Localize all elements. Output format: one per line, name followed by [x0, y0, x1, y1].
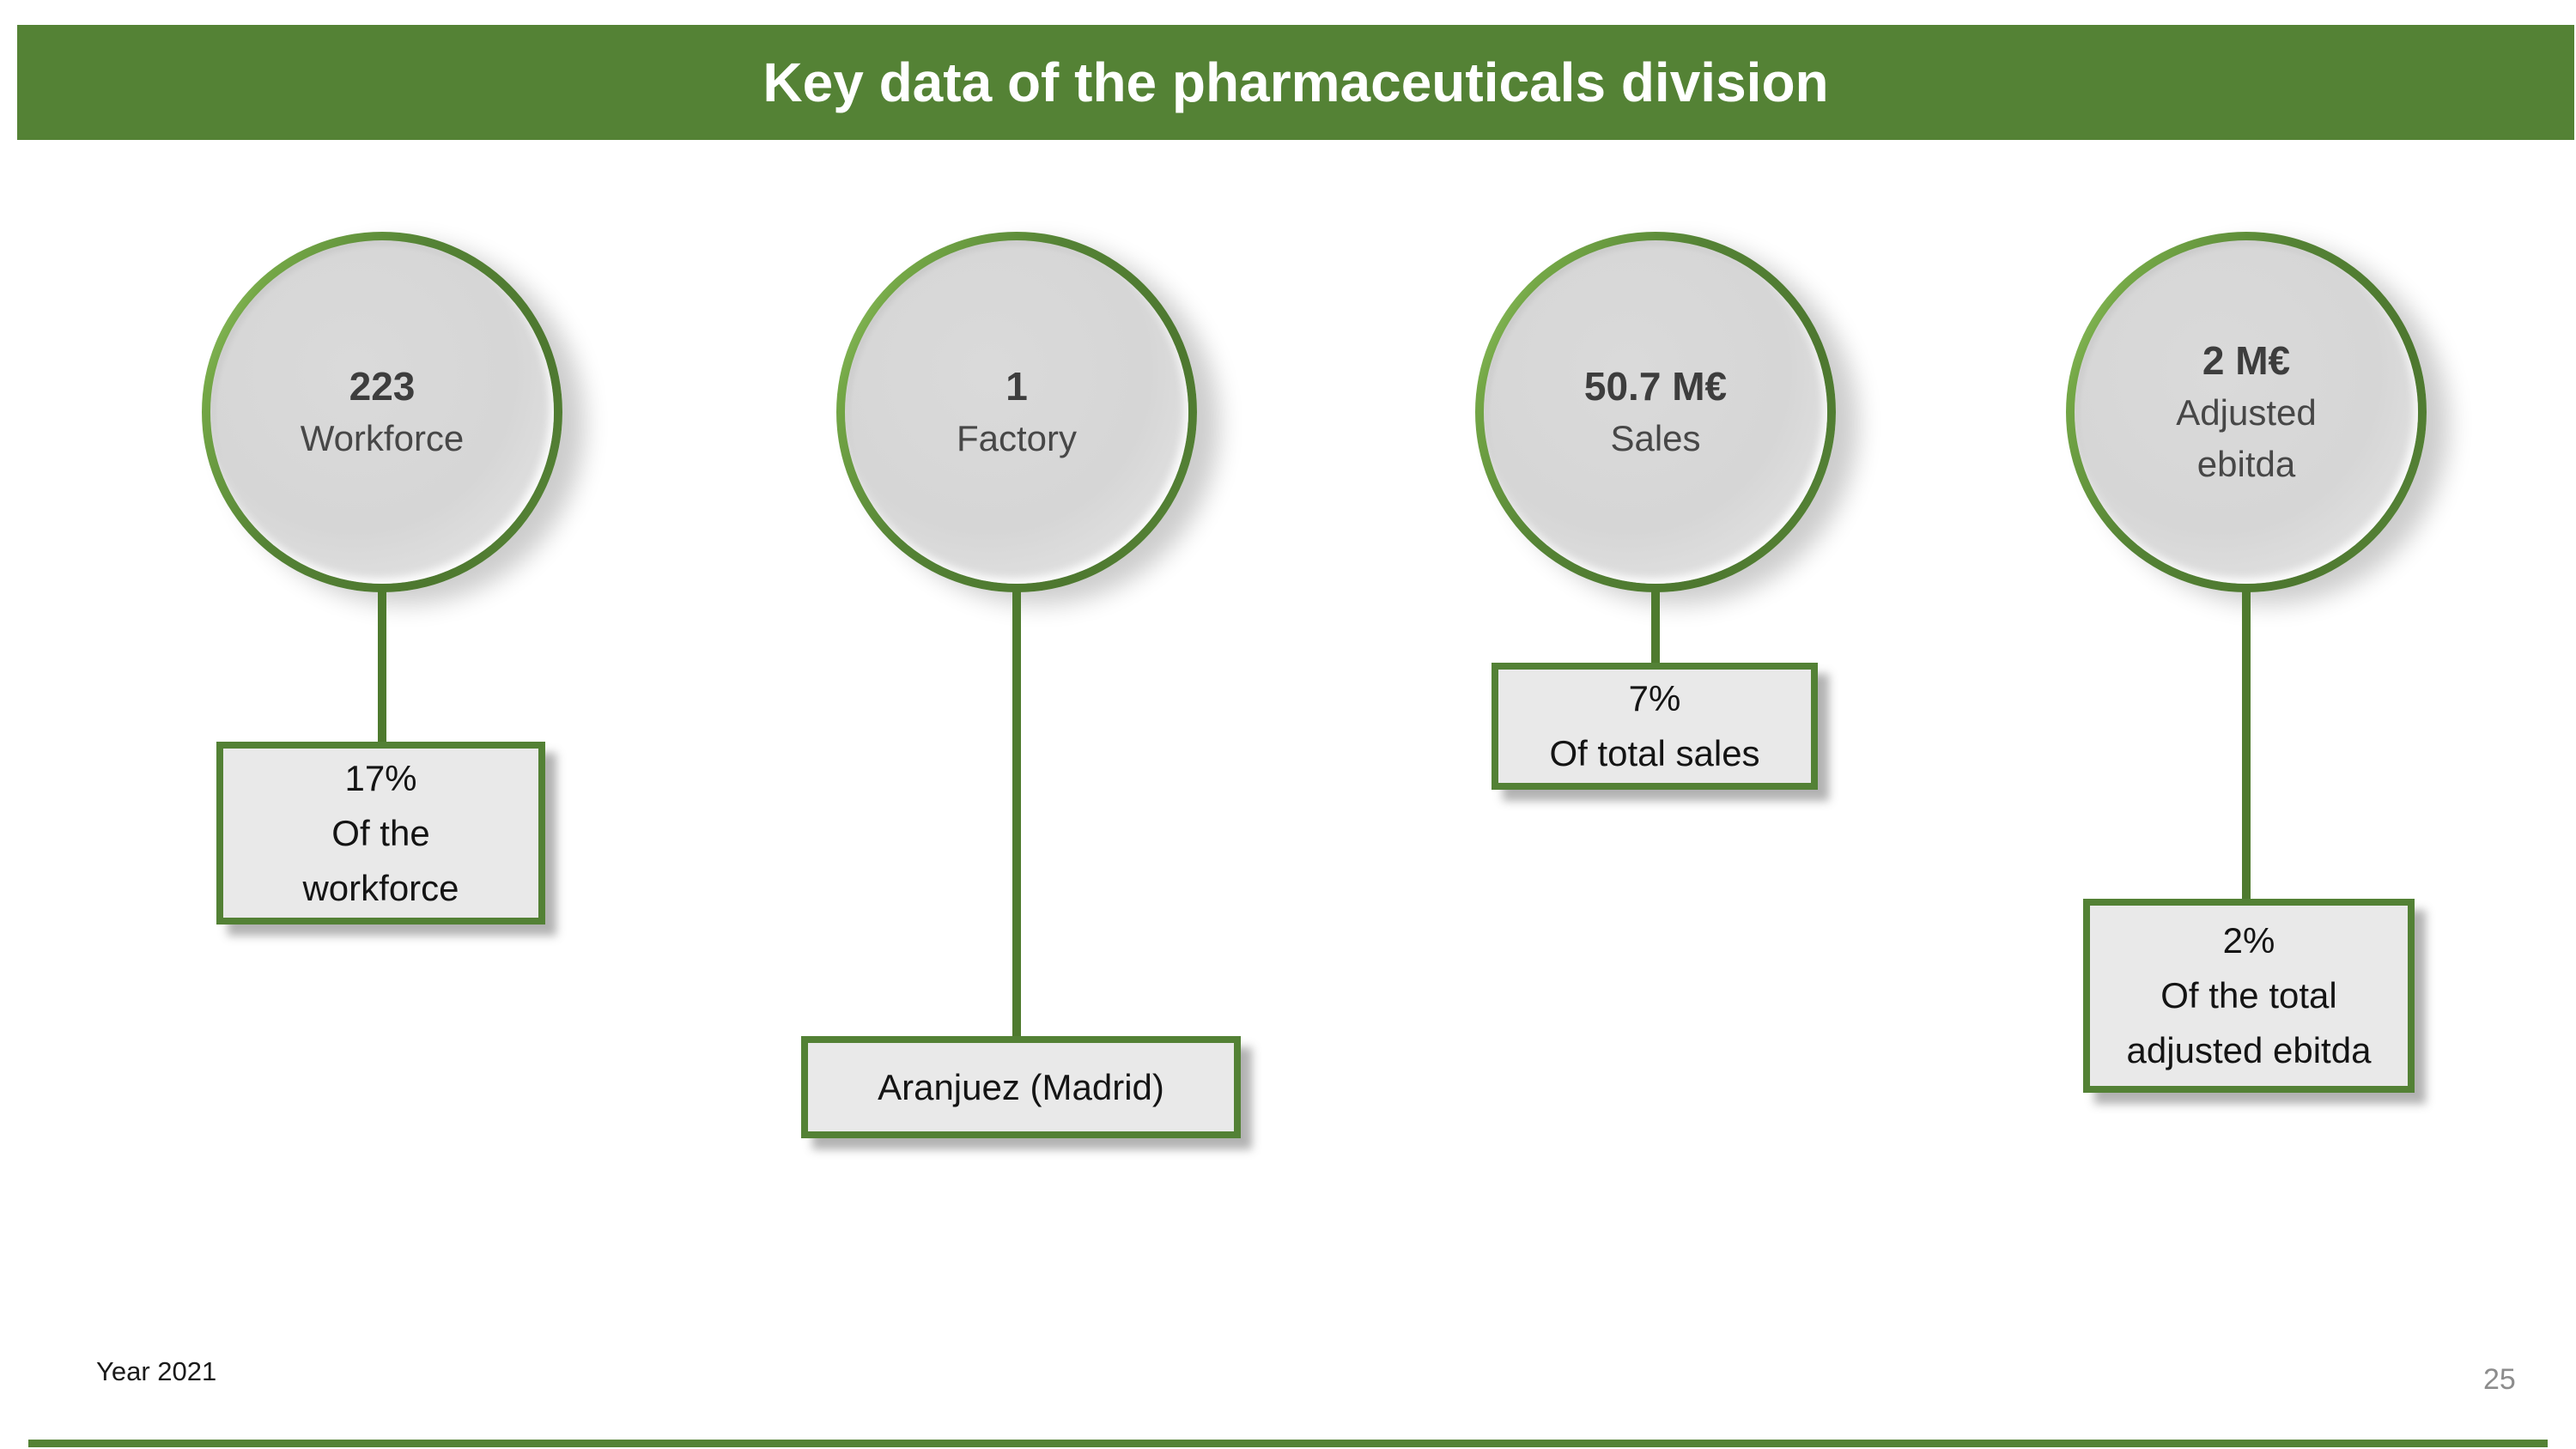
kpi-circle-factory: 1 Factory: [836, 232, 1197, 592]
callout-workforce-line-1: 17%: [344, 757, 417, 798]
footer-year: Year 2021: [96, 1356, 217, 1386]
factory-value: 1: [1005, 364, 1028, 409]
callout-factory: Aranjuez (Madrid): [801, 1036, 1241, 1138]
callout-ebitda-line-3: adjusted ebitda: [2126, 1030, 2372, 1070]
callout-factory-line-1: Aranjuez (Madrid): [878, 1066, 1164, 1107]
sales-value: 50.7 M€: [1583, 364, 1728, 409]
kpi-circle-workforce: 223 Workforce: [202, 232, 562, 592]
kpi-circle-sales-inner: 50.7 M€ Sales: [1484, 240, 1827, 584]
callout-sales: 7% Of total sales: [1492, 663, 1818, 790]
bottom-accent-bar: [28, 1440, 2548, 1447]
callout-sales-line-2: Of total sales: [1549, 733, 1760, 773]
ebitda-value: 2 M€: [2202, 338, 2291, 383]
sales-label: Sales: [1610, 418, 1701, 458]
connector-workforce: [378, 591, 386, 745]
factory-label: Factory: [956, 418, 1078, 458]
connector-sales: [1651, 591, 1660, 666]
kpi-circle-ebitda-inner: 2 M€ Adjusted ebitda: [2075, 240, 2418, 584]
callout-ebitda-line-1: 2%: [2222, 920, 2275, 961]
kpi-circle-ebitda: 2 M€ Adjusted ebitda: [2066, 232, 2427, 592]
kpi-circle-sales: 50.7 M€ Sales: [1475, 232, 1836, 592]
kpi-circle-factory-inner: 1 Factory: [845, 240, 1188, 584]
title-bar: Key data of the pharmaceuticals division: [17, 25, 2574, 140]
slide-title: Key data of the pharmaceuticals division: [762, 52, 1829, 113]
callout-sales-line-1: 7%: [1628, 678, 1681, 718]
callout-workforce-line-3: workforce: [302, 867, 459, 908]
workforce-label: Workforce: [300, 418, 465, 458]
workforce-value: 223: [349, 364, 416, 409]
connector-ebitda: [2242, 591, 2251, 903]
ebitda-label: Adjusted ebitda: [2176, 392, 2317, 484]
kpi-circle-workforce-inner: 223 Workforce: [210, 240, 554, 584]
callout-ebitda: 2% Of the total adjusted ebitda: [2083, 899, 2415, 1093]
page-number: 25: [2483, 1363, 2516, 1396]
connector-factory: [1012, 591, 1021, 1040]
callout-workforce-line-2: Of the: [331, 812, 430, 853]
callout-ebitda-line-2: Of the total: [2160, 975, 2337, 1016]
callout-workforce: 17% Of the workforce: [216, 742, 545, 925]
